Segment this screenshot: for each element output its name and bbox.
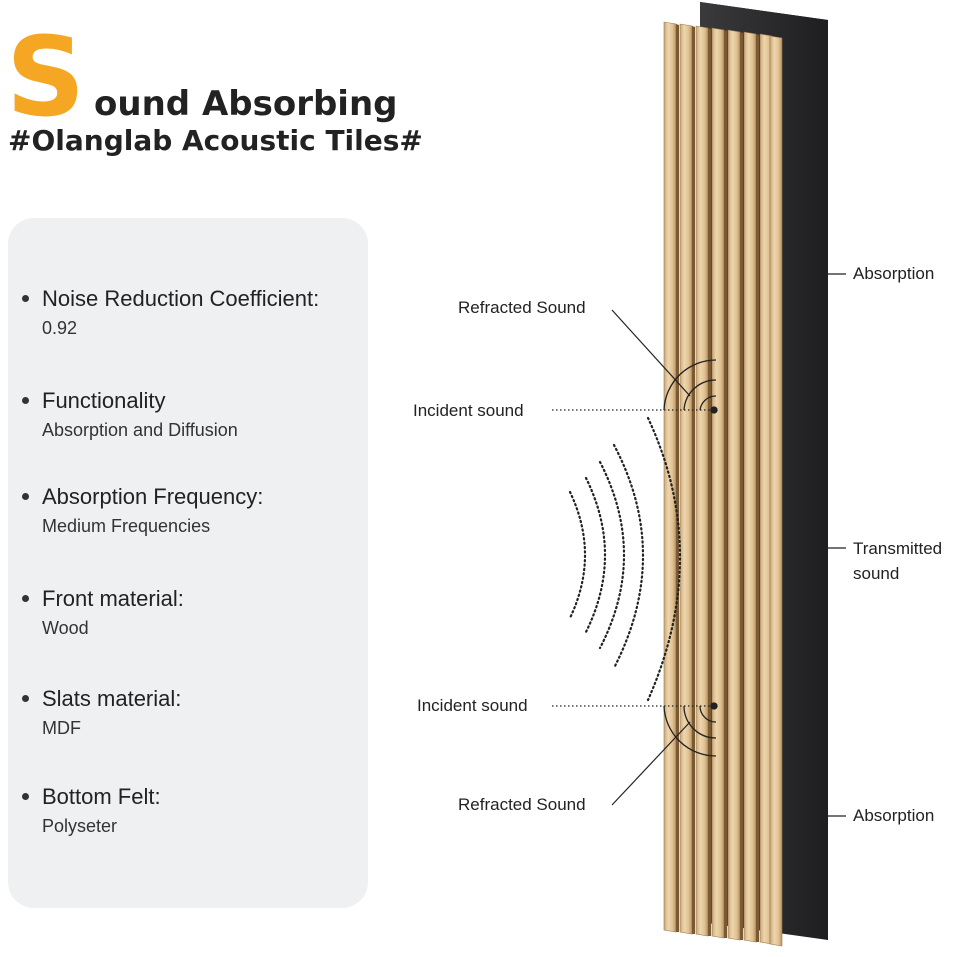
absorption-label-top: Absorption — [853, 264, 935, 283]
absorption-label-bottom: Absorption — [853, 806, 935, 825]
spec-value: Medium Frequencies — [42, 516, 211, 536]
refracted-sound-label-bottom: Refracted Sound — [458, 795, 586, 814]
bullet-icon — [22, 295, 29, 302]
title-big-letter: S — [6, 13, 86, 141]
bullet-icon — [22, 493, 29, 500]
spec-item: Bottom Felt: Polyseter — [22, 784, 161, 837]
slat — [711, 27, 727, 939]
refraction-arcs-bottom — [663, 702, 718, 757]
spec-name: Slats material: — [42, 686, 182, 711]
spec-name: Noise Reduction Coefficient: — [42, 286, 320, 311]
spec-name: Functionality — [42, 388, 166, 413]
bullet-icon — [22, 595, 29, 602]
spec-card: Noise Reduction Coefficient: 0.92 Functi… — [8, 218, 368, 908]
sound-waves — [568, 416, 682, 702]
bullet-icon — [22, 793, 29, 800]
slat — [743, 31, 759, 943]
spec-name: Absorption Frequency: — [42, 484, 264, 509]
slat — [663, 21, 679, 933]
spec-name: Front material: — [42, 586, 184, 611]
spec-item: Noise Reduction Coefficient: 0.92 — [22, 286, 319, 339]
subtitle: #Olanglab Acoustic Tiles# — [8, 124, 423, 157]
slat — [769, 35, 783, 947]
spec-item: Slats material: MDF — [22, 686, 181, 739]
spec-value: Absorption and Diffusion — [42, 420, 238, 440]
wood-slats — [663, 21, 783, 947]
title-text: ound Absorbing — [94, 84, 398, 124]
spec-value: Wood — [42, 618, 89, 638]
spec-name: Bottom Felt: — [42, 784, 161, 809]
refracted-sound-label-top: Refracted Sound — [458, 298, 586, 317]
incident-sound-label-bottom: Incident sound — [417, 696, 528, 715]
transmitted-sound-label-line2: sound — [853, 564, 900, 583]
spec-value: Polyseter — [42, 816, 118, 836]
transmitted-sound-label-line1: Transmitted — [853, 539, 943, 558]
incident-sound-label-top: Incident sound — [413, 401, 524, 420]
slat — [727, 29, 743, 941]
spec-value: 0.92 — [42, 318, 78, 338]
slat — [679, 23, 695, 935]
spec-value: MDF — [42, 718, 81, 738]
spec-item: Absorption Frequency: Medium Frequencies — [22, 484, 263, 537]
bullet-icon — [22, 397, 29, 404]
slat — [695, 25, 711, 937]
refraction-arcs-top — [663, 359, 718, 414]
bullet-icon — [22, 695, 29, 702]
spec-item: Functionality Absorption and Diffusion — [22, 388, 238, 441]
spec-item: Front material: Wood — [22, 586, 184, 639]
leader-lines — [552, 273, 846, 817]
